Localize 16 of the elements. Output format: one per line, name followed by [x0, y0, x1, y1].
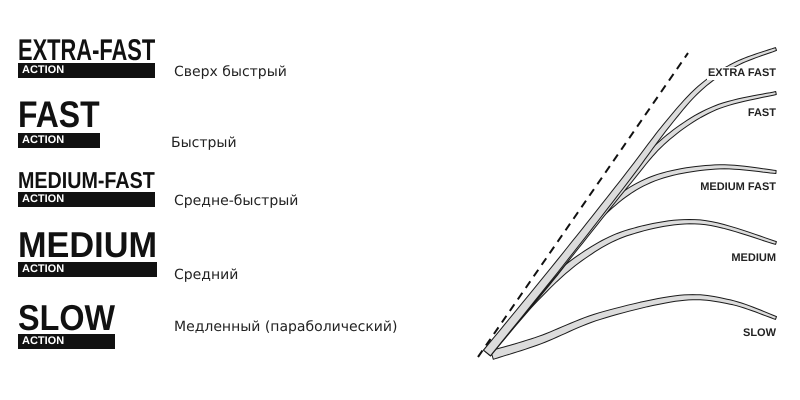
action-type-heading: MEDIUM — [18, 231, 157, 260]
action-type-heading: SLOW — [18, 304, 115, 333]
action-tag: ACTION — [18, 192, 155, 207]
curve-label: EXTRA FAST — [706, 67, 777, 80]
translation-text: Быстрый — [171, 134, 237, 152]
translation-text: Средне-быстрый — [174, 192, 298, 210]
action-type-heading: EXTRA-FAST — [18, 39, 156, 63]
action-type-heading: MEDIUM-FAST — [18, 171, 155, 190]
action-tag: ACTION — [18, 63, 155, 78]
translation-text: Средний — [174, 266, 238, 284]
action-tag: ACTION — [18, 262, 157, 277]
action-type-heading: FAST — [18, 100, 100, 130]
action-tag: ACTION — [18, 334, 115, 349]
translation-text: Сверх быстрый — [174, 63, 287, 81]
action-tag: ACTION — [18, 133, 100, 148]
translation-text: Медленный (параболический) — [174, 318, 398, 336]
